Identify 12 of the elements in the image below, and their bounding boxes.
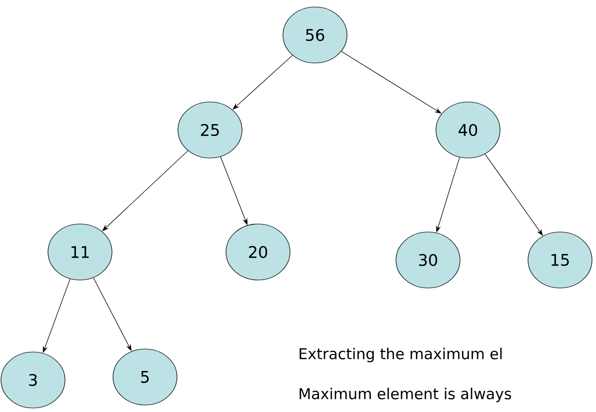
tree-node: 40 — [436, 102, 500, 158]
arrow — [484, 154, 543, 236]
tree-node: 11 — [48, 224, 112, 280]
tree-node: 15 — [528, 232, 592, 288]
tree-node: 20 — [226, 224, 290, 280]
tree-node: 5 — [112, 348, 178, 406]
tree-node: 25 — [178, 102, 242, 158]
tree-node: 3 — [0, 352, 66, 408]
note-text: Maximum element is always — [300, 388, 512, 402]
tree-node: 30 — [396, 232, 460, 288]
note-text: Extracting the maximum el — [300, 348, 502, 362]
tree-node: 56 — [282, 6, 348, 64]
